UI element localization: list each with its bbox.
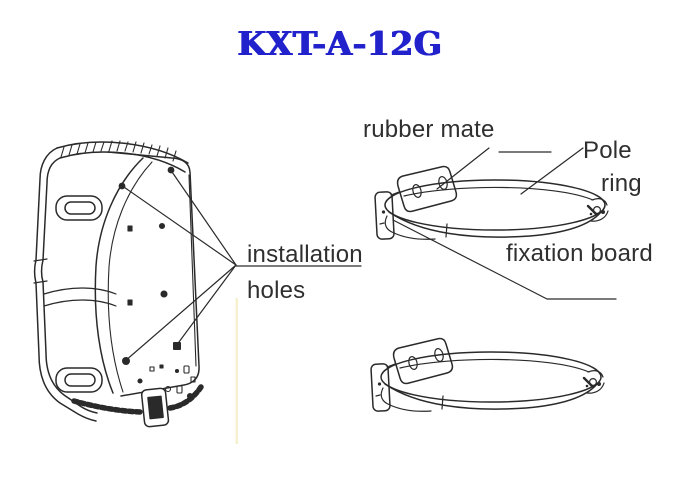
- back-plate-outline: [107, 151, 200, 397]
- cover-outer-edge: [33, 147, 97, 422]
- hinge-clip-top: [55, 195, 103, 221]
- scan-artifact-streak: [235, 298, 238, 444]
- serrated-seal-left: [71, 398, 143, 415]
- pole-ring-assembly-top: [374, 165, 609, 240]
- label-pole-ring-line1: Pole: [583, 137, 632, 164]
- page-title: KXT-A-12G: [237, 24, 443, 63]
- label-rubber-mate: rubber mate: [363, 116, 495, 143]
- back-plate-inner-edge: [188, 174, 197, 367]
- label-installation-holes-line1: installation: [247, 241, 363, 268]
- pole-ring-leader: [520, 147, 584, 195]
- pole-ring: [384, 179, 606, 240]
- rubber-mate-leader: [436, 147, 490, 190]
- hinge-clip-bottom: [55, 367, 103, 393]
- terminal-box-drawing: [33, 140, 204, 428]
- installation-holes-leader-lines: [120, 168, 362, 362]
- cover-door-edge-2: [107, 161, 153, 393]
- back-plate: [108, 152, 200, 396]
- label-fixation-board: fixation board: [506, 240, 653, 267]
- bottom-latch: [140, 387, 170, 428]
- fixation-board-leader: [392, 219, 617, 300]
- cover-seam-upper: [43, 287, 117, 295]
- back-plate-ports: [127, 222, 196, 400]
- top-band-inner: [59, 151, 186, 173]
- ring-clamp-bolt: [586, 198, 609, 222]
- label-installation-holes-line2: holes: [247, 277, 306, 304]
- cover-edge-notch: [33, 258, 48, 284]
- top-band-ribs: [60, 140, 177, 162]
- label-leader-lines: [392, 147, 617, 300]
- cover-inner-edge: [40, 157, 98, 414]
- serrated-seal-right: [167, 384, 204, 411]
- label-pole-ring-line2: ring: [601, 170, 642, 197]
- cover-seam-lower: [43, 299, 117, 307]
- pole-ring-assembly-bottom: [369, 337, 606, 413]
